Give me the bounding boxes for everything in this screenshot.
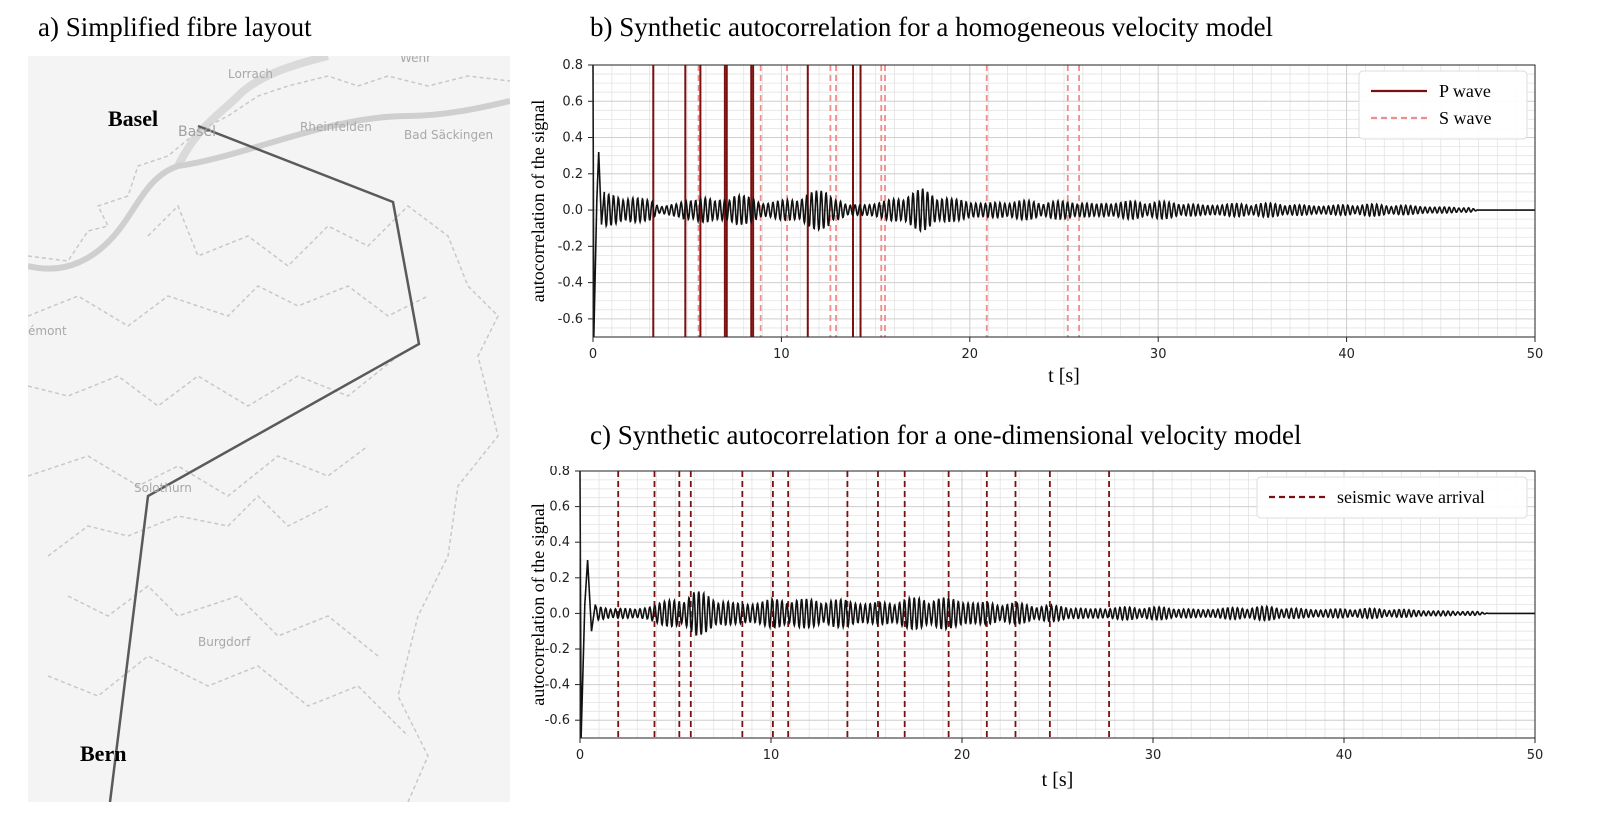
plot-frame [592,64,1536,338]
y-tick-label: -0.2 [558,239,583,254]
place-label-rheinfelden: Rheinfelden [300,120,372,134]
x-tick-label: 10 [763,748,780,763]
border-line [28,445,369,497]
place-label-basel: Basel [178,124,216,140]
panel-c-title: c) Synthetic autocorrelation for a one-d… [590,420,1302,450]
map-canvas: Lorrach Wehr Basel Rheinfelden Bad Säcki… [28,56,510,802]
fibre-layout-map: Lorrach Wehr Basel Rheinfelden Bad Säcki… [28,56,510,802]
legend-box [1358,70,1528,140]
y-tick-label: 0.0 [562,203,583,218]
panel-a-title: a) Simplified fibre layout [38,12,312,42]
place-label-solothurn: Solothurn [134,481,192,495]
y-tick-label: 0.8 [549,466,570,479]
chart-b-svg: 0 10 20 30 40 50 -0.6 -0.4 -0.2 0.0 0.2 0.4 0.6 0.8 t … [528,58,1544,387]
x-tick-label: 20 [954,748,971,763]
x-tick-label: 30 [1150,347,1167,362]
place-label-burgdorf: Burgdorf [198,635,251,649]
y-axis-label: autocorrelation of the signal [528,503,548,705]
place-label-bad-saeckingen: Bad Säckingen [404,128,493,142]
place-label-wehr: Wehr [400,56,431,65]
border-line [147,204,499,802]
y-tick-label: 0.2 [562,167,583,182]
border-line [28,355,399,407]
y-tick-label: -0.4 [558,276,583,291]
y-tick-label: 0.6 [562,94,583,109]
legend-label: P wave [1439,81,1491,101]
x-axis-label: t [s] [1042,769,1074,791]
border-line [28,75,510,262]
legend-label: S wave [1439,108,1492,128]
legend-label: seismic wave arrival [1337,487,1485,507]
legend: seismic wave arrival [1256,476,1528,519]
chart-b: 0 10 20 30 40 50 -0.6 -0.4 -0.2 0.0 0.2 0.4 0.6 0.8 t … [525,52,1600,392]
y-tick-label: 0.8 [562,58,583,73]
river-rhine [28,98,510,272]
y-tick-label: -0.6 [545,713,570,728]
river [174,56,329,168]
panel-b-title: b) Synthetic autocorrelation for a homog… [590,12,1274,42]
border-line [67,585,379,657]
fibre-route [108,124,421,802]
y-tick-label: 0.6 [549,500,570,515]
route-label-bern: Bern [80,741,126,766]
x-tick-label: 50 [1527,347,1544,362]
x-tick-label: 10 [773,347,790,362]
legend: P wave S wave [1358,70,1528,140]
autocorrelation-trace [592,64,1535,338]
x-tick-label: 40 [1336,748,1353,763]
x-tick-label: 40 [1338,347,1355,362]
y-tick-label: -0.6 [558,312,583,327]
y-axis-label: autocorrelation of the signal [528,100,548,302]
x-tick-label: 20 [962,347,979,362]
x-tick-label: 30 [1145,748,1162,763]
x-tick-label: 50 [1527,748,1544,763]
border-line [47,494,329,557]
border-line [47,655,409,737]
plot-frame [579,470,1536,739]
chart-c: 0 10 20 30 40 50 -0.6 -0.4 -0.2 0.0 0.2 0.4 0.6 0.8 t … [525,464,1600,816]
route-label-basel: Basel [108,106,158,131]
place-label-emont: émont [28,324,67,338]
y-tick-label: -0.4 [545,678,570,693]
x-tick-label: 0 [589,347,597,362]
chart-c-svg: 0 10 20 30 40 50 -0.6 -0.4 -0.2 0.0 0.2 0.4 0.6 0.8 t … [528,464,1544,791]
y-tick-label: 0.2 [549,571,570,586]
y-tick-label: -0.2 [545,642,570,657]
x-tick-label: 0 [576,748,584,763]
legend-box [1256,476,1528,519]
y-tick-label: 0.4 [562,131,583,146]
x-axis-label: t [s] [1048,365,1080,387]
y-tick-label: 0.4 [549,535,570,550]
autocorrelation-trace [579,470,1535,739]
border-line [28,285,429,327]
place-label-lorrach: Lorrach [228,67,273,81]
y-tick-label: 0.0 [549,606,570,621]
